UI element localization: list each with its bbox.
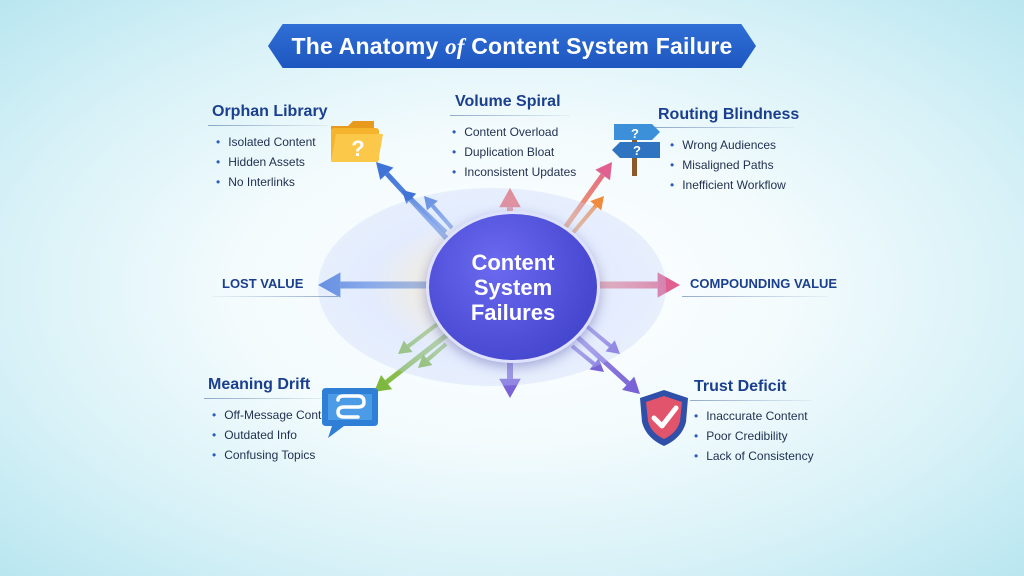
title-italic: of — [445, 33, 465, 59]
orphan-library-title: Orphan Library — [212, 103, 328, 120]
shield-check-icon — [640, 390, 688, 446]
list-item: Isolated Content — [216, 132, 315, 152]
arrow-head — [376, 162, 394, 180]
list-item: Inaccurate Content — [694, 406, 814, 426]
routing-blindness-list: Wrong Audiences Misaligned Paths Ineffic… — [670, 135, 786, 195]
compounding-value-label: COMPOUNDING VALUE — [690, 276, 838, 291]
volume-spiral-list: Content Overload Duplication Bloat Incon… — [452, 122, 576, 182]
svg-text:?: ? — [633, 143, 641, 158]
list-item: Content Overload — [452, 122, 576, 142]
list-item: Confusing Topics — [212, 445, 338, 465]
title-prefix: The Anatomy — [291, 32, 446, 59]
chat-bubble-icon — [322, 388, 378, 438]
lost-value-rule — [212, 296, 338, 297]
list-item: Inconsistent Updates — [452, 162, 576, 182]
orphan-library-rule — [208, 125, 328, 126]
volume-spiral-title: Volume Spiral — [455, 93, 561, 110]
trust-deficit-rule — [690, 400, 812, 401]
center-node: Content System Failures — [426, 211, 600, 363]
page-title: The Anatomy of Content System Failure — [291, 33, 732, 60]
svg-text:?: ? — [351, 136, 364, 161]
arrow-head — [374, 375, 393, 392]
arrow-head — [622, 376, 640, 394]
list-item: No Interlinks — [216, 172, 316, 192]
routing-blindness-rule — [654, 127, 794, 128]
list-item: Hidden Assets — [216, 152, 316, 172]
arrow-head — [590, 196, 604, 211]
meaning-drift-title: Meaning Drift — [208, 376, 311, 393]
list-item: Lack of Consistency — [694, 446, 813, 466]
meaning-drift-rule — [204, 398, 328, 399]
lost-value-label: LOST VALUE — [222, 276, 304, 291]
title-banner: The Anatomy of Content System Failure — [268, 24, 756, 68]
title-suffix: Content System Failure — [464, 32, 733, 59]
signpost-question-icon: ? ? — [612, 124, 660, 176]
meaning-drift-list: Off-Message Content Outdated Info Confus… — [212, 405, 338, 465]
list-item: Inefficient Workflow — [670, 175, 786, 195]
compounding-value-rule — [682, 296, 828, 297]
list-item: Poor Credibility — [694, 426, 814, 446]
routing-blindness-title: Routing Blindness — [658, 106, 800, 123]
list-item: Duplication Bloat — [452, 142, 576, 162]
volume-spiral-rule — [450, 115, 570, 116]
orphan-library-list: Isolated Content Hidden Assets No Interl… — [216, 132, 316, 192]
trust-deficit-list: Inaccurate Content Poor Credibility Lack… — [694, 406, 814, 466]
list-item: Off-Message Content — [212, 405, 338, 425]
folder-question-icon: ? — [331, 121, 383, 162]
list-item: Outdated Info — [212, 425, 338, 445]
arrow-head — [595, 162, 612, 181]
list-item: Wrong Audiences — [670, 135, 786, 155]
list-item: Misaligned Paths — [670, 155, 786, 175]
trust-deficit-title: Trust Deficit — [694, 378, 787, 395]
center-label: Content System Failures — [470, 249, 556, 325]
svg-text:?: ? — [631, 126, 639, 141]
